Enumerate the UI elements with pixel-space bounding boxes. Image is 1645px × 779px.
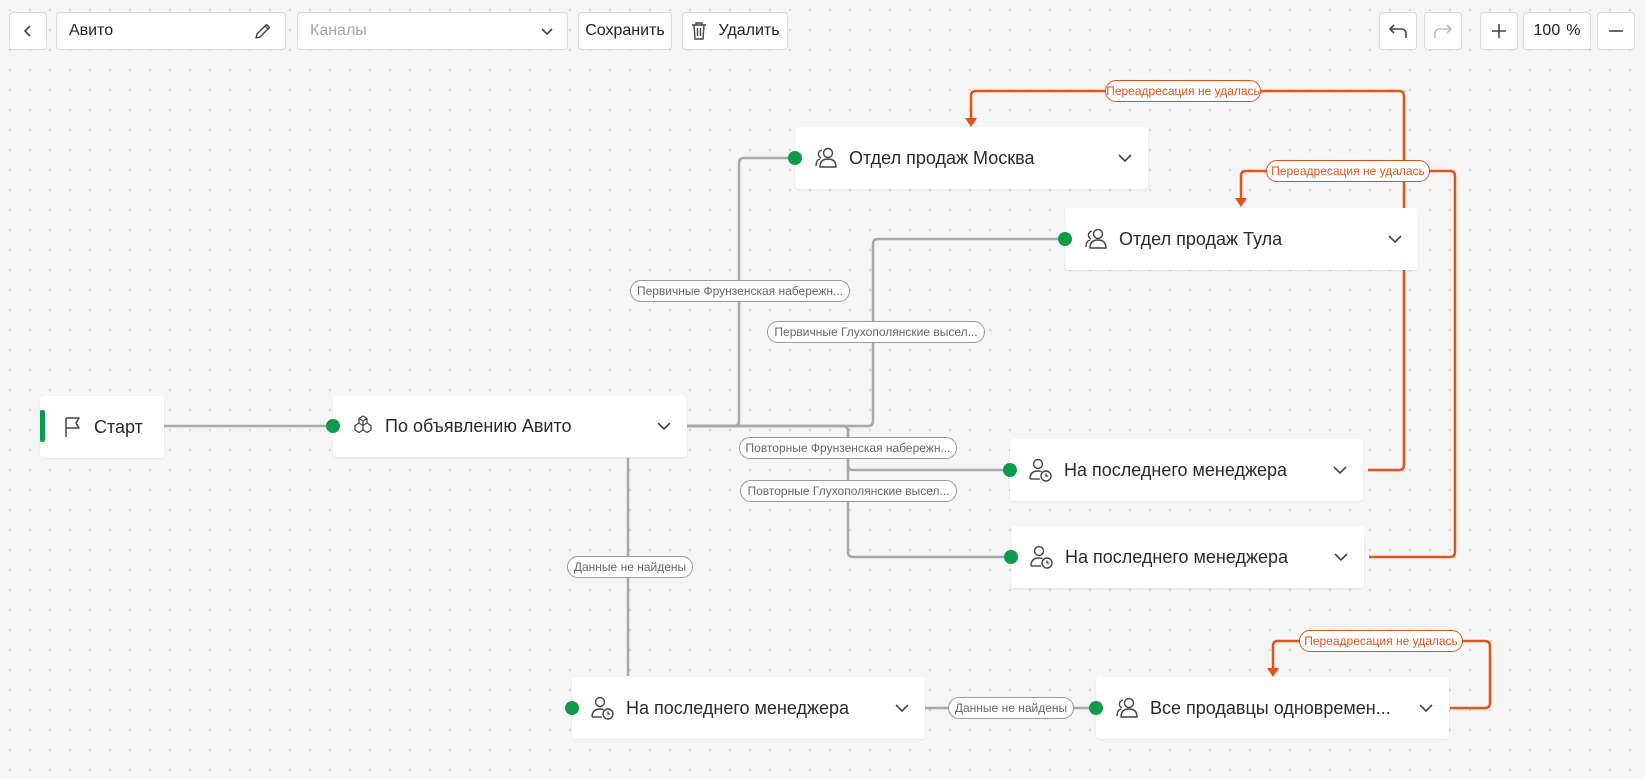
plus-icon bbox=[1490, 22, 1508, 40]
zoom-in-button[interactable] bbox=[1480, 12, 1518, 50]
undo-icon bbox=[1387, 21, 1409, 41]
chevron-down-icon[interactable] bbox=[1331, 461, 1349, 479]
arrowhead-moscow bbox=[965, 118, 977, 127]
start-node[interactable]: Старт bbox=[40, 396, 164, 458]
channels-placeholder: Каналы bbox=[310, 22, 367, 39]
node-all-sellers[interactable]: Все продавцы одновремен... bbox=[1096, 677, 1449, 739]
node-sales-moscow[interactable]: Отдел продаж Москва bbox=[795, 127, 1148, 189]
chevron-down-icon[interactable] bbox=[1417, 699, 1435, 717]
minus-icon bbox=[1607, 22, 1625, 40]
node-title: Отдел продаж Тула bbox=[1119, 228, 1283, 249]
node-title: На последнего менеджера bbox=[1065, 546, 1289, 567]
edge-label-repeat-frunzenskaya[interactable]: Повторные Фрунзенская набережн... bbox=[739, 437, 957, 459]
pencil-icon[interactable] bbox=[253, 21, 273, 41]
node-avito-ad[interactable]: По объявлению Авито bbox=[333, 395, 687, 457]
channels-select[interactable]: Каналы bbox=[297, 12, 568, 50]
node-title: На последнего менеджера bbox=[1064, 459, 1288, 480]
chevron-left-icon bbox=[21, 24, 35, 38]
redirect-failed-label[interactable]: Переадресация не удалась bbox=[1299, 630, 1463, 652]
zoom-out-button[interactable] bbox=[1597, 12, 1635, 50]
arrowhead-all-sellers bbox=[1267, 668, 1279, 677]
start-indicator bbox=[40, 410, 45, 442]
trash-icon bbox=[690, 21, 708, 41]
redirect-edge-to-all-sellers bbox=[1271, 639, 1492, 710]
edge-label-primary-glukhopolyanskie[interactable]: Первичные Глухополянские высел... bbox=[767, 321, 985, 343]
user-clock-icon bbox=[590, 695, 616, 721]
zoom-unit: % bbox=[1566, 22, 1581, 39]
redirect-edge-to-tula bbox=[1239, 169, 1457, 559]
node-title: Старт bbox=[94, 416, 143, 437]
delete-label: Удалить bbox=[718, 22, 780, 39]
chevron-down-icon[interactable] bbox=[1116, 149, 1134, 167]
chevron-down-icon[interactable] bbox=[655, 417, 673, 435]
redo-icon bbox=[1432, 21, 1454, 41]
node-input-port[interactable] bbox=[788, 151, 802, 165]
flow-name-field[interactable]: Авито bbox=[56, 12, 286, 50]
arrowhead-tula bbox=[1235, 198, 1247, 207]
node-last-manager[interactable]: На последнего менеджера bbox=[572, 677, 925, 739]
back-button[interactable] bbox=[9, 12, 47, 50]
users-icon bbox=[1114, 696, 1140, 720]
flow-name-value: Авито bbox=[69, 22, 114, 39]
node-title: Отдел продаж Москва bbox=[849, 147, 1035, 168]
zoom-level-field[interactable]: 100 % bbox=[1523, 12, 1591, 50]
users-icon bbox=[1083, 227, 1109, 251]
edge-label-repeat-glukhopolyanskie[interactable]: Повторные Глухополянские высел... bbox=[740, 480, 957, 502]
node-input-port[interactable] bbox=[1004, 550, 1018, 564]
edge-label-primary-frunzenskaya[interactable]: Первичные Фрунзенская набережн... bbox=[630, 280, 850, 302]
node-title: Все продавцы одновремен... bbox=[1150, 697, 1391, 718]
redirect-edge-to-moscow bbox=[969, 89, 1406, 472]
user-clock-icon bbox=[1028, 457, 1054, 483]
chevron-down-icon[interactable] bbox=[1386, 230, 1404, 248]
redo-button[interactable] bbox=[1424, 12, 1462, 50]
flag-icon bbox=[62, 415, 84, 439]
node-input-port[interactable] bbox=[326, 419, 340, 433]
edge-label-data-not-found[interactable]: Данные не найдены bbox=[567, 556, 693, 578]
save-button[interactable]: Сохранить bbox=[578, 12, 672, 50]
delete-button[interactable]: Удалить bbox=[682, 12, 788, 50]
redirect-failed-label[interactable]: Переадресация не удалась bbox=[1266, 160, 1430, 182]
chevron-down-icon bbox=[539, 23, 555, 39]
node-input-port[interactable] bbox=[1058, 232, 1072, 246]
node-input-port[interactable] bbox=[1089, 701, 1103, 715]
undo-button[interactable] bbox=[1379, 12, 1417, 50]
chevron-down-icon[interactable] bbox=[1332, 548, 1350, 566]
redirect-failed-label[interactable]: Переадресация не удалась bbox=[1105, 80, 1261, 102]
zoom-value: 100 bbox=[1533, 22, 1561, 39]
node-title: По объявлению Авито bbox=[385, 415, 572, 436]
node-title: На последнего менеджера bbox=[626, 697, 850, 718]
users-icon bbox=[813, 146, 839, 170]
user-clock-icon bbox=[1029, 544, 1055, 570]
node-last-manager[interactable]: На последнего менеджера bbox=[1010, 439, 1363, 501]
chevron-down-icon[interactable] bbox=[893, 699, 911, 717]
node-input-port[interactable] bbox=[565, 701, 579, 715]
node-sales-tula[interactable]: Отдел продаж Тула bbox=[1065, 208, 1418, 270]
node-input-port[interactable] bbox=[1003, 463, 1017, 477]
edge-label-data-not-found[interactable]: Данные не найдены bbox=[948, 697, 1074, 719]
node-last-manager[interactable]: На последнего менеджера bbox=[1011, 526, 1364, 588]
cubes-icon bbox=[351, 414, 375, 438]
